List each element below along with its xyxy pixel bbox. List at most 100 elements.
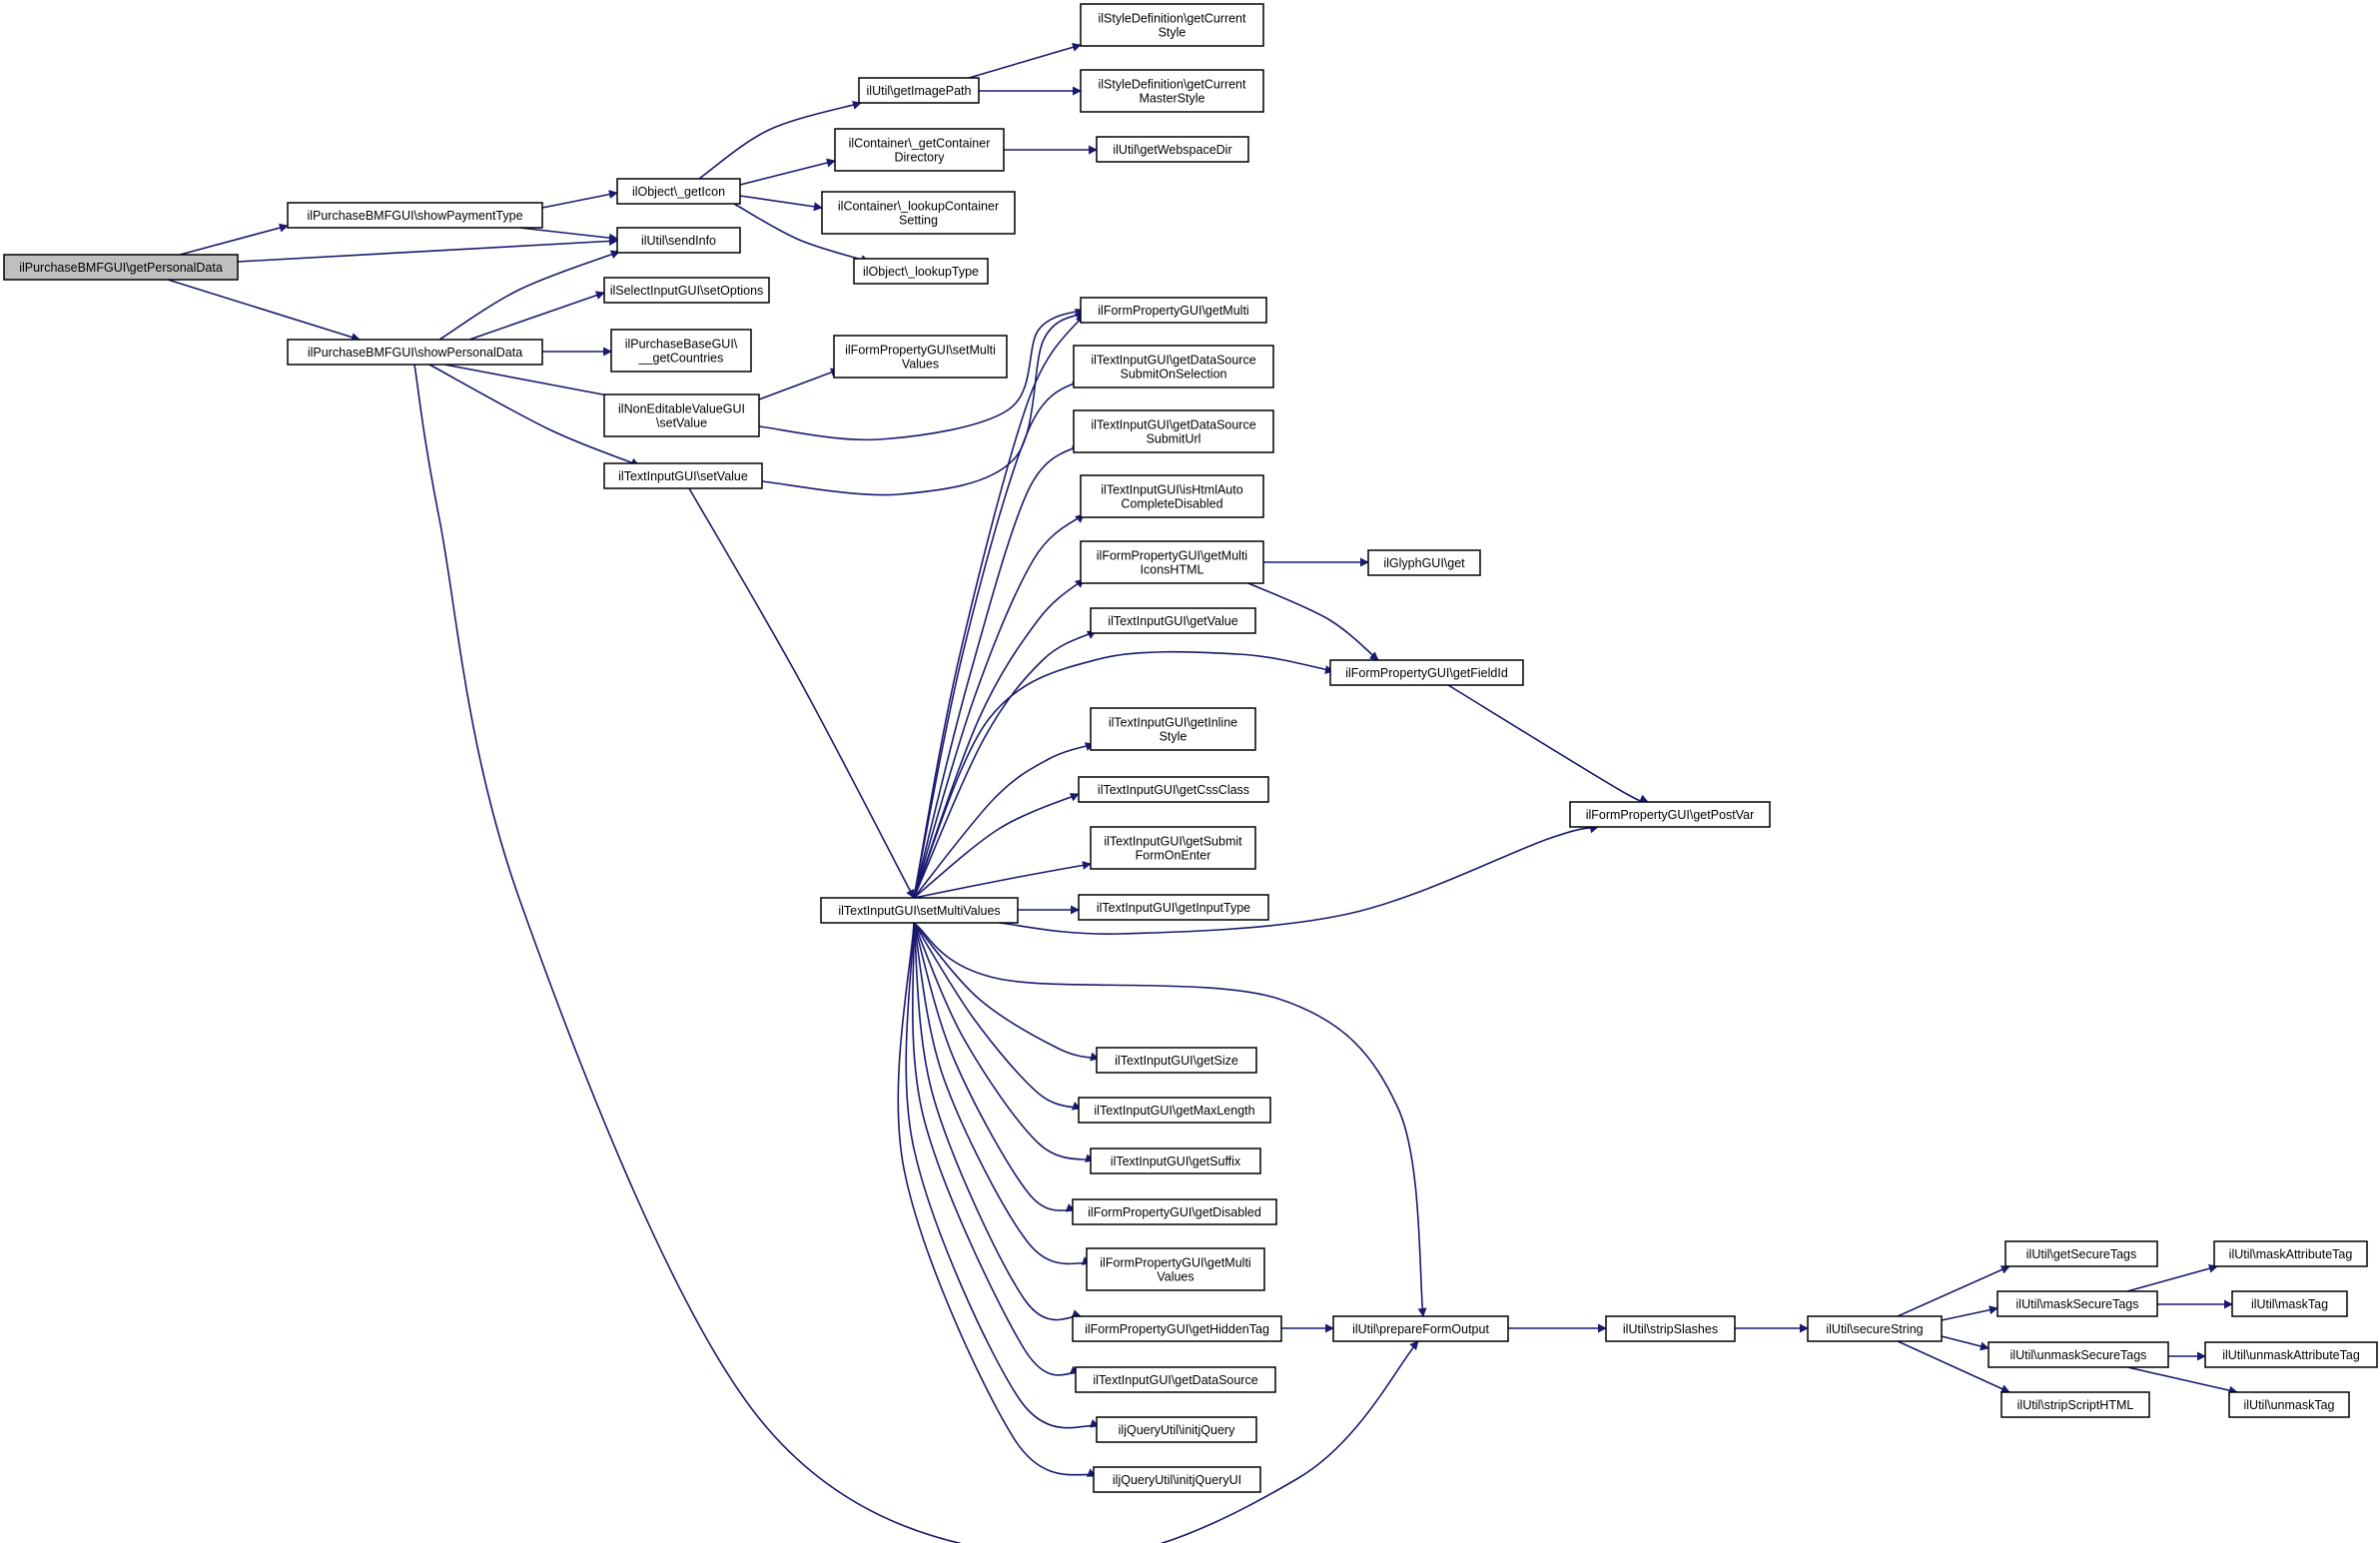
node-showPersonalData[interactable]: ilPurchaseBMFGUI\showPersonalData — [287, 339, 543, 366]
node-setMultiValues[interactable]: ilTextInputGUI\setMultiValues — [820, 897, 1019, 924]
edge-setMultiValues-to-prepareFormOutput — [913, 922, 1427, 1317]
node-label: SubmitUrl — [1147, 431, 1201, 445]
edge-objGetIcon-to-getImagePath — [698, 100, 862, 180]
node-label: ilUtil\unmaskAttributeTag — [2222, 1348, 2360, 1362]
node-label: ilUtil\prepareFormOutput — [1352, 1322, 1489, 1336]
node-stripSlashes[interactable]: ilUtil\stripSlashes — [1605, 1315, 1736, 1342]
node-getPostVar[interactable]: ilFormPropertyGUI\getPostVar — [1569, 801, 1771, 828]
node-maskTag[interactable]: ilUtil\maskTag — [2231, 1290, 2348, 1317]
node-box — [1072, 1315, 1282, 1342]
edge-objGetIcon-to-lookupContainerSetting — [739, 195, 823, 212]
edge-textSetValue-to-setMultiValues — [688, 487, 915, 899]
node-getCssClass[interactable]: ilTextInputGUI\getCssClass — [1078, 776, 1269, 803]
edge-secureString-to-getSecureTags — [1897, 1265, 2010, 1317]
node-box — [1075, 1366, 1276, 1393]
edge-setMultiValues-to-getMulti — [913, 314, 1085, 899]
node-label: ilUtil\stripSlashes — [1623, 1322, 1718, 1336]
node-box — [610, 329, 752, 373]
edge-showPersonalData-to-sendInfo — [438, 250, 620, 341]
node-label: ilTextInputGUI\setValue — [618, 469, 748, 483]
node-box — [1987, 1341, 2169, 1368]
node-nonEditSetValue[interactable]: ilNonEditableValueGUI\setValue — [603, 393, 760, 437]
node-maskAttributeTag[interactable]: ilUtil\maskAttributeTag — [2213, 1240, 2368, 1267]
node-box — [833, 335, 1008, 379]
node-isHtmlAuto[interactable]: ilTextInputGUI\isHtmlAutoCompleteDisable… — [1080, 474, 1264, 518]
node-getHiddenTag[interactable]: ilFormPropertyGUI\getHiddenTag — [1072, 1315, 1282, 1342]
node-secureString[interactable]: ilUtil\secureString — [1807, 1315, 1943, 1342]
node-getInputType[interactable]: ilTextInputGUI\getInputType — [1078, 894, 1269, 921]
node-label: ilUtil\maskAttributeTag — [2229, 1247, 2353, 1261]
node-objGetIcon[interactable]: ilObject\_getIcon — [616, 178, 741, 205]
node-getImagePath[interactable]: ilUtil\getImagePath — [858, 77, 980, 104]
node-box — [1096, 1416, 1257, 1443]
node-label: \setValue — [656, 415, 707, 429]
edge-getMultiIcons-to-getFieldId — [1247, 582, 1379, 661]
node-maskSecureTags[interactable]: ilUtil\maskSecureTags — [1996, 1290, 2158, 1317]
node-box — [821, 191, 1016, 235]
node-label: ilTextInputGUI\setMultiValues — [838, 904, 1000, 918]
node-label: ilTextInputGUI\getCssClass — [1098, 783, 1249, 797]
node-prepareFormOutput[interactable]: ilUtil\prepareFormOutput — [1332, 1315, 1509, 1342]
edge-setMultiValues-to-dsSubmitOnSel — [913, 379, 1082, 899]
node-box — [858, 77, 980, 104]
node-box — [1078, 1097, 1271, 1124]
node-initjQuery[interactable]: iljQueryUtil\initjQuery — [1096, 1416, 1257, 1443]
edge-setMultiValues-to-getPostVar — [998, 824, 1599, 935]
node-getMulti[interactable]: ilFormPropertyGUI\getMulti — [1080, 297, 1267, 324]
node-getMaxLength[interactable]: ilTextInputGUI\getMaxLength — [1078, 1097, 1271, 1124]
edge-showPersonalData-to-nonEditSetValue — [443, 364, 630, 402]
node-getCountries[interactable]: ilPurchaseBaseGUI\__getCountries — [610, 329, 752, 373]
node-unmaskAttributeTag[interactable]: ilUtil\unmaskAttributeTag — [2204, 1341, 2378, 1368]
node-setMultiValuesFP[interactable]: ilFormPropertyGUI\setMultiValues — [833, 335, 1008, 379]
node-box — [1078, 894, 1269, 921]
node-box — [287, 202, 543, 229]
node-getDataSource[interactable]: ilTextInputGUI\getDataSource — [1075, 1366, 1276, 1393]
node-dsSubmitOnSel[interactable]: ilTextInputGUI\getDataSourceSubmitOnSele… — [1073, 345, 1274, 388]
node-stripScriptHTML[interactable]: ilUtil\stripScriptHTML — [2000, 1391, 2150, 1418]
edge-setMultiValues-to-isHtmlAuto — [913, 513, 1085, 899]
node-glyphGet[interactable]: ilGlyphGUI\get — [1367, 549, 1481, 576]
node-box — [1093, 1466, 1261, 1493]
node-initjQueryUI[interactable]: iljQueryUtil\initjQueryUI — [1093, 1466, 1261, 1493]
node-label: ilFormPropertyGUI\setMulti — [845, 343, 996, 357]
node-root[interactable]: ilPurchaseBMFGUI\getPersonalData — [3, 254, 239, 281]
node-getDisabled[interactable]: ilFormPropertyGUI\getDisabled — [1072, 1198, 1277, 1225]
node-getFieldId[interactable]: ilFormPropertyGUI\getFieldId — [1329, 659, 1524, 686]
node-getValue[interactable]: ilTextInputGUI\getValue — [1090, 607, 1256, 634]
node-showPaymentType[interactable]: ilPurchaseBMFGUI\showPaymentType — [287, 202, 543, 229]
edge-nonEditSetValue-to-getMulti — [758, 309, 1085, 441]
node-label: Directory — [894, 150, 945, 164]
node-getSuffix[interactable]: ilTextInputGUI\getSuffix — [1090, 1148, 1261, 1174]
node-label: ilFormPropertyGUI\getMulti — [1100, 1255, 1250, 1269]
node-label: ilTextInputGUI\getValue — [1108, 614, 1237, 628]
node-label: ilFormPropertyGUI\getDisabled — [1088, 1205, 1261, 1219]
node-unmaskSecureTags[interactable]: ilUtil\unmaskSecureTags — [1987, 1341, 2169, 1368]
node-label: CompleteDisabled — [1121, 496, 1222, 510]
node-box — [1073, 409, 1274, 453]
node-label: Values — [902, 357, 939, 371]
node-label: ilFormPropertyGUI\getFieldId — [1345, 666, 1508, 680]
node-lookupType[interactable]: ilObject\_lookupType — [853, 258, 989, 285]
node-unmaskTag[interactable]: ilUtil\unmaskTag — [2228, 1391, 2350, 1418]
node-sendInfo[interactable]: ilUtil\sendInfo — [616, 227, 741, 254]
node-getSecureTags[interactable]: ilUtil\getSecureTags — [2004, 1240, 2158, 1267]
node-getSize[interactable]: ilTextInputGUI\getSize — [1096, 1047, 1257, 1074]
edges-layer — [167, 42, 2238, 1543]
node-box — [1073, 345, 1274, 388]
node-getWebspaceDir[interactable]: ilUtil\getWebspaceDir — [1096, 136, 1249, 163]
node-label: ilTextInputGUI\getDataSource — [1091, 417, 1255, 431]
node-textSetValue[interactable]: ilTextInputGUI\setValue — [603, 462, 763, 489]
node-label: ilFormPropertyGUI\getMulti — [1097, 548, 1247, 562]
node-selSetOptions[interactable]: ilSelectInputGUI\setOptions — [603, 277, 770, 304]
node-box — [1090, 707, 1256, 751]
node-label: IconsHTML — [1141, 562, 1204, 576]
